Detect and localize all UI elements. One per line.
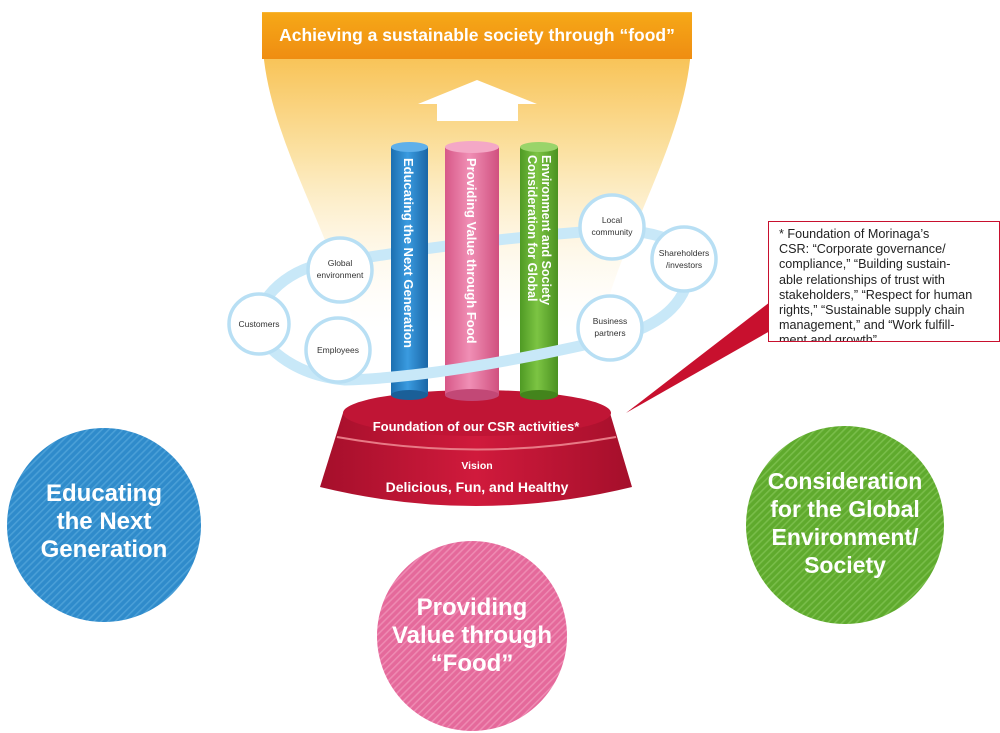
stakeholder-global-environment: Global environment [306, 236, 374, 304]
stakeholder-customers: Customers [227, 292, 291, 356]
note-line: stakeholders,” “Respect for human [779, 287, 973, 302]
note-line: management,” and “Work fulfill- [779, 318, 955, 333]
banner-box [262, 13, 692, 59]
svg-text:Consideration: Consideration [768, 468, 923, 494]
svg-text:Local: Local [602, 215, 622, 225]
up-arrow-icon [418, 80, 537, 121]
svg-text:Society: Society [804, 552, 886, 578]
note-line: able relationships of trust with [779, 272, 945, 287]
circle-consideration: Consideration for the Global Environment… [746, 426, 944, 624]
vision-label: Vision [461, 460, 492, 472]
stakeholder-employees: Employees [304, 316, 372, 384]
note-line: CSR: “Corporate governance/ [779, 242, 946, 257]
svg-text:Business: Business [593, 316, 628, 326]
svg-text:Employees: Employees [317, 345, 359, 355]
foundation-label: Foundation of our CSR activities* [373, 419, 581, 434]
svg-text:Educating: Educating [46, 480, 162, 507]
pillar-educating [391, 142, 428, 400]
svg-text:for the Global: for the Global [770, 496, 920, 522]
svg-text:Global: Global [328, 258, 353, 268]
note-line: * Foundation of Morinaga’s [779, 227, 930, 241]
pillar-providing-label: Providing Value through Food [464, 158, 479, 344]
pillar-consideration-label-2: Environment and Society [539, 155, 553, 305]
svg-text:partners: partners [594, 328, 625, 338]
stakeholder-ring-front [250, 256, 696, 386]
svg-text:the Next: the Next [57, 508, 152, 535]
vision-text: Delicious, Fun, and Healthy [386, 479, 569, 495]
stakeholder-business-partners: Business partners [576, 294, 644, 362]
svg-text:Providing: Providing [417, 594, 528, 621]
csr-foundation-note: * Foundation of Morinaga’s CSR: “Corpora… [768, 221, 1000, 342]
pillar-providing [445, 141, 499, 401]
pillar-educating-label: Educating the Next Generation [401, 158, 416, 348]
svg-text:Value through: Value through [392, 622, 552, 649]
svg-text:“Food”: “Food” [431, 650, 514, 677]
svg-text:environment: environment [317, 270, 364, 280]
note-line: compliance,” “Building sustain- [779, 257, 951, 272]
note-pointer [626, 302, 770, 413]
base-top [343, 390, 611, 436]
csr-foundation-base [320, 413, 632, 506]
stakeholder-shareholders: Shareholders /investors [650, 225, 718, 293]
svg-text:Environment/: Environment/ [772, 524, 920, 550]
circle-providing: Providing Value through “Food” [377, 541, 567, 731]
svg-text:community: community [591, 227, 633, 237]
stakeholder-local-community: Local community [578, 193, 646, 261]
svg-text:/investors: /investors [666, 260, 702, 270]
pillar-consideration-label-1: Consideration for Global [525, 155, 539, 302]
svg-text:Shareholders: Shareholders [659, 248, 710, 258]
note-line: ment and growth” [779, 333, 878, 342]
note-line: rights,” “Sustainable supply chain [779, 303, 965, 318]
svg-text:Generation: Generation [41, 536, 168, 563]
base-divider [336, 436, 617, 451]
circle-educating: Educating the Next Generation [7, 428, 201, 622]
svg-text:Customers: Customers [238, 319, 279, 329]
banner-text: Achieving a sustainable society through … [279, 25, 675, 45]
